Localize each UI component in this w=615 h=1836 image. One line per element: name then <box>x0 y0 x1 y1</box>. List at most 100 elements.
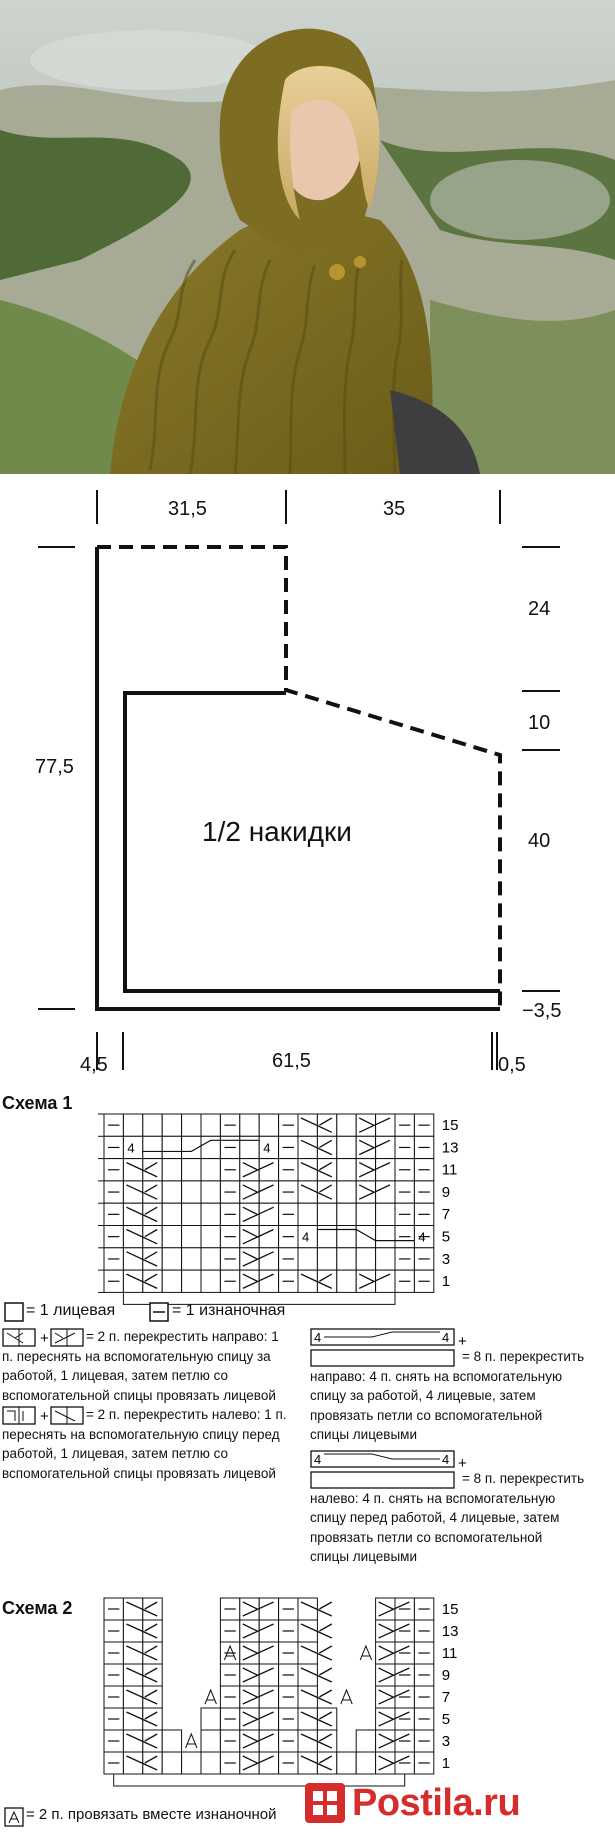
scheme2-cross-symbol <box>242 1733 274 1749</box>
scheme1-chart: 444415131197531MS <box>0 1094 615 1323</box>
scheme1-cell <box>239 1135 260 1160</box>
scheme1-cross-symbol <box>300 1184 333 1200</box>
legend-purl2tog: = 2 п. провязать вместе изнаночной <box>26 1806 277 1823</box>
scheme1-cell <box>181 1158 202 1182</box>
scheme2-cell <box>297 1729 318 1753</box>
scheme2-cell <box>200 1729 221 1753</box>
scheme2-p2tog-symbol <box>185 1732 198 1749</box>
svg-text:4: 4 <box>314 1452 321 1467</box>
scheme2-cell <box>122 1597 144 1621</box>
cable8-right-symbol-icon: 4 4 + <box>310 1328 467 1367</box>
scheme1-cell <box>258 1158 280 1182</box>
scheme1-cell <box>122 1113 144 1137</box>
scheme1-cell <box>239 1113 260 1137</box>
scheme1-cable-line <box>317 1228 415 1242</box>
scheme2-cross-symbol <box>242 1755 274 1771</box>
model-photo <box>0 0 615 474</box>
cable8-left-symbol-icon: 4 4 + <box>310 1450 467 1489</box>
scheme2-cross-symbol <box>300 1733 333 1749</box>
scheme2-cross-symbol <box>126 1645 158 1661</box>
scheme1-cable-line <box>142 1139 260 1153</box>
scheme1-cell <box>375 1135 396 1160</box>
scheme1-cell <box>316 1247 338 1271</box>
scheme1-row-label: 13 <box>442 1139 459 1156</box>
scheme1-cell <box>161 1158 183 1182</box>
scheme1-row-label: 5 <box>442 1229 450 1246</box>
scheme2-cross-symbol <box>300 1689 333 1705</box>
scheme1-cross-symbol <box>300 1162 333 1178</box>
scheme2-cell <box>258 1751 280 1775</box>
cross-right-symbol-icon: + <box>2 1328 84 1347</box>
scheme2-cell <box>258 1707 280 1731</box>
scheme2-cross-symbol <box>242 1645 274 1661</box>
legend-cable8-right: = 8 п. перекрестить направо: 4 п. снять … <box>310 1349 585 1442</box>
scheme1-cross-symbol <box>242 1184 274 1200</box>
scheme1-cell <box>375 1113 396 1137</box>
scheme1-cell <box>375 1202 396 1226</box>
scheme1-cell <box>142 1113 163 1137</box>
scheme1-cross-symbol <box>126 1162 158 1178</box>
width-label-bottom-left: 4,5 <box>80 1054 108 1076</box>
scheme2-row-label: 11 <box>442 1645 458 1662</box>
scheme2-cross-symbol <box>300 1711 333 1727</box>
scheme2-cross-symbol <box>378 1601 410 1617</box>
scheme2-cell <box>297 1751 318 1775</box>
scheme1-cell <box>297 1202 318 1226</box>
scheme1-cell <box>297 1113 318 1137</box>
scheme1-cross-symbol <box>126 1206 158 1223</box>
scheme2-cell <box>297 1663 318 1687</box>
scheme1-cross-symbol <box>126 1184 158 1200</box>
scheme1-cross-symbol <box>358 1184 391 1200</box>
scheme2-ms-label: MS <box>251 1788 274 1790</box>
scheme1-cell <box>316 1202 338 1226</box>
legend-knit-label: = 1 лицевая <box>26 1302 116 1319</box>
legend-cross-left: = 2 п. перекрестить налево: 1 п. пересня… <box>2 1407 287 1481</box>
scheme2-cross-symbol <box>300 1645 333 1661</box>
scheme2-cross-symbol <box>242 1667 274 1683</box>
scheme1-cell <box>122 1180 144 1204</box>
scheme1-cell <box>336 1225 357 1249</box>
scheme2-cross-symbol <box>300 1601 333 1617</box>
svg-text:4: 4 <box>314 1330 321 1345</box>
scheme2-cell <box>161 1729 183 1753</box>
scheme2-cell <box>297 1685 318 1709</box>
scheme1-cell <box>122 1202 144 1226</box>
scheme2-chart: 15131197531MS <box>0 1590 615 1805</box>
cross-left-symbol-icon: + <box>2 1406 84 1425</box>
scheme1-cell <box>258 1180 280 1204</box>
scheme2-cell <box>161 1751 183 1775</box>
scheme2-cross-symbol <box>300 1623 333 1639</box>
scheme2-row-label: 13 <box>442 1623 459 1640</box>
scheme1-ms-bracket <box>122 1292 396 1305</box>
scheme1-row-label: 15 <box>442 1117 459 1134</box>
scheme2-row-label: 3 <box>442 1733 450 1750</box>
scheme1-cell <box>200 1269 221 1293</box>
scheme2-cell <box>355 1729 377 1753</box>
scheme1-cell <box>336 1269 357 1293</box>
scheme1-cross-symbol <box>242 1251 274 1267</box>
height-label-total: 77,5 <box>35 756 74 778</box>
svg-text:4: 4 <box>442 1330 449 1345</box>
scheme2-cross-symbol <box>242 1601 274 1617</box>
scheme2-cell <box>122 1685 144 1709</box>
scheme1-cell <box>258 1202 280 1226</box>
scheme1-cross-symbol <box>242 1162 274 1178</box>
scheme1-row-label: 7 <box>442 1206 450 1223</box>
scheme2-cross-symbol <box>242 1711 274 1727</box>
scheme1-cross-symbol <box>300 1139 333 1156</box>
scheme2-cell <box>336 1751 357 1775</box>
scheme1-cross-symbol <box>242 1273 274 1289</box>
legend-purl-label: = 1 изнаночная <box>172 1302 286 1319</box>
scheme1-cell <box>336 1135 357 1160</box>
scheme1-title: Схема 1 <box>2 1093 73 1113</box>
scheme1-cell <box>355 1202 377 1226</box>
scheme2-cell <box>200 1751 221 1775</box>
scheme1-cell <box>181 1269 202 1293</box>
scheme1-cross-symbol <box>126 1251 158 1267</box>
scheme1-cell <box>297 1135 318 1160</box>
scheme2-cross-symbol <box>126 1667 158 1683</box>
scheme2-cross-symbol <box>242 1623 274 1639</box>
scheme2-cell <box>200 1707 221 1731</box>
scheme1-cell <box>161 1247 183 1271</box>
